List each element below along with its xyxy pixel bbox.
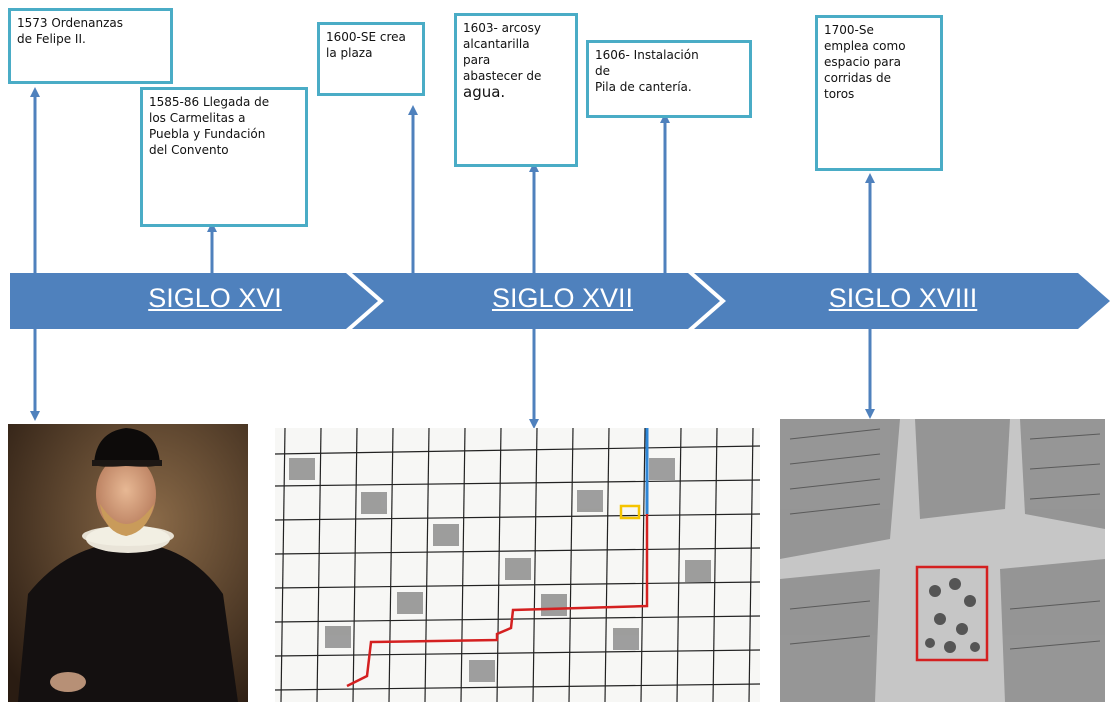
map-aerial-engraving xyxy=(780,419,1105,702)
map-aqueduct-route xyxy=(346,514,649,688)
timeline-band xyxy=(10,273,1110,329)
event-1603-text-tail: agua. xyxy=(463,83,506,101)
band-segment-xvi xyxy=(10,273,378,329)
portrait-felipe-ii xyxy=(8,424,248,702)
event-box-1603: 1603- arcosy alcantarilla para abastecer… xyxy=(454,13,578,167)
band-segment-xvii xyxy=(352,273,720,329)
siglo-xvi-label: SIGLO XVI xyxy=(148,283,282,313)
siglo-xvii-label: SIGLO XVII xyxy=(491,283,634,313)
map-highlight-plaza xyxy=(619,504,641,520)
event-box-1573: 1573 Ordenanzas de Felipe II. xyxy=(8,8,173,84)
event-box-1700: 1700-Se emplea como espacio para corrida… xyxy=(815,15,943,171)
event-box-1600: 1600-SE crea la plaza xyxy=(317,22,425,96)
aerial-highlight-plaza xyxy=(915,565,989,662)
event-box-1606: 1606- Instalación de Pila de cantería. xyxy=(586,40,752,118)
map-city-grid xyxy=(275,428,760,702)
band-segment-xviii xyxy=(694,273,1110,329)
event-1603-text: 1603- arcosy alcantarilla para abastecer… xyxy=(463,21,542,83)
event-box-1585: 1585-86 Llegada de los Carmelitas a Pueb… xyxy=(140,87,308,227)
siglo-xviii-label: SIGLO XVIII xyxy=(828,283,978,313)
